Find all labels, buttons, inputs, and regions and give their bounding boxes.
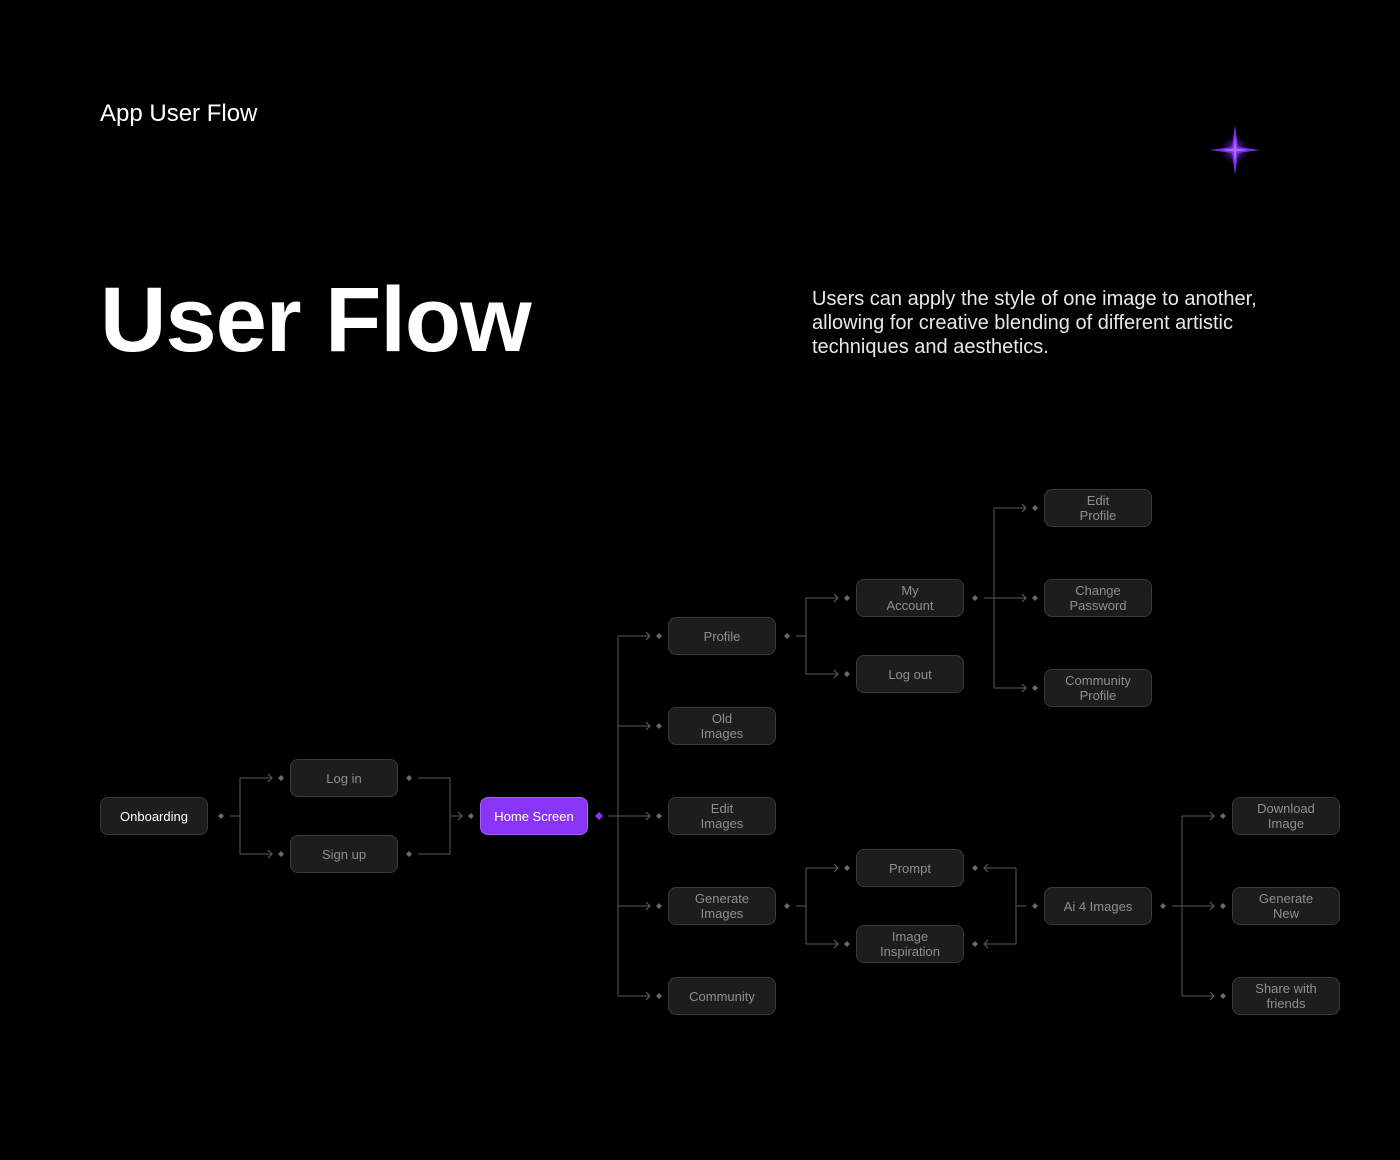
node-change-password[interactable]: Change Password	[1044, 579, 1152, 617]
node-ai-4-images[interactable]: Ai 4 Images	[1044, 887, 1152, 925]
node-prompt[interactable]: Prompt	[856, 849, 964, 887]
connector-account	[984, 507, 1026, 689]
connector-generate	[796, 867, 838, 945]
connector-profile	[796, 597, 838, 675]
node-old-images[interactable]: Old Images	[668, 707, 776, 745]
page-description: Users can apply the style of one image t…	[812, 288, 1257, 358]
node-download-image[interactable]: Download Image	[1232, 797, 1340, 835]
connector-ai	[1172, 815, 1214, 997]
node-community-profile[interactable]: Community Profile	[1044, 669, 1152, 707]
node-edit-profile[interactable]: Edit Profile	[1044, 489, 1152, 527]
node-edit-images[interactable]: Edit Images	[668, 797, 776, 835]
node-share-with-friends[interactable]: Share with friends	[1232, 977, 1340, 1015]
connector-home	[608, 635, 650, 997]
node-generate-images[interactable]: Generate Images	[668, 887, 776, 925]
page-title: User Flow	[100, 269, 532, 371]
node-sign-up[interactable]: Sign up	[290, 835, 398, 873]
app-title: App User Flow	[100, 100, 258, 127]
node-generate-new[interactable]: Generate New	[1232, 887, 1340, 925]
home-port-marker	[595, 812, 603, 820]
connector-ai-back	[984, 867, 1026, 945]
node-home-screen[interactable]: Home Screen	[480, 797, 588, 835]
node-profile[interactable]: Profile	[668, 617, 776, 655]
node-log-out[interactable]: Log out	[856, 655, 964, 693]
node-image-inspiration[interactable]: Image Inspiration	[856, 925, 964, 963]
sparkle-icon	[1210, 125, 1260, 175]
connector-onboarding	[230, 777, 272, 855]
node-log-in[interactable]: Log in	[290, 759, 398, 797]
node-onboarding[interactable]: Onboarding	[100, 797, 208, 835]
node-community[interactable]: Community	[668, 977, 776, 1015]
connector-auth	[418, 777, 462, 855]
node-my-account[interactable]: My Account	[856, 579, 964, 617]
